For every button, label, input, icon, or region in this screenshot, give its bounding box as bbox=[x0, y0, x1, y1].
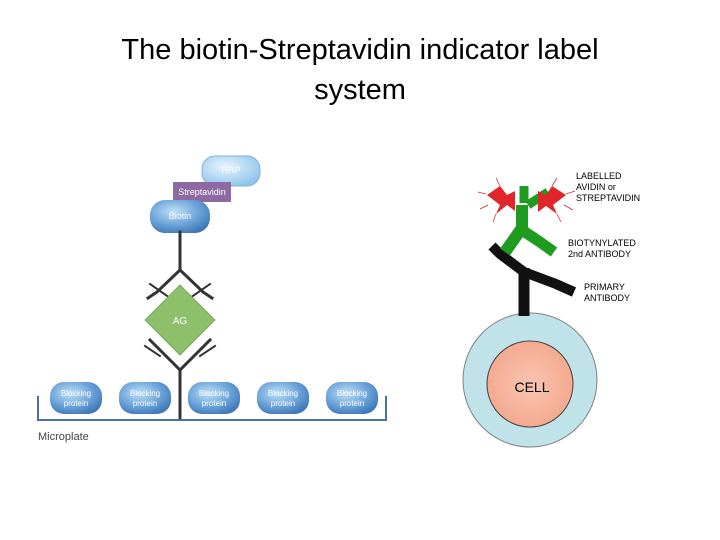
svg-text:protein: protein bbox=[133, 399, 157, 408]
cell-label: CELL bbox=[514, 379, 549, 395]
slide-title-line-2: system bbox=[314, 74, 406, 106]
blocking-protein-3: Blocking protein bbox=[188, 382, 240, 414]
svg-text:Blocking: Blocking bbox=[130, 389, 160, 398]
primary-antibody-label: PRIMARY ANTIBODY bbox=[584, 282, 631, 303]
svg-text:Blocking: Blocking bbox=[337, 389, 367, 398]
blocking-protein-1: Blocking protein bbox=[50, 382, 102, 414]
labelled-avidin-label: LABELLED AVIDIN or STREPTAVIDIN bbox=[576, 171, 641, 203]
avidin-red-labels bbox=[477, 177, 576, 223]
hrp-label: HRP bbox=[221, 165, 240, 175]
red-label-right bbox=[538, 177, 576, 223]
primary-antibody bbox=[488, 242, 577, 316]
svg-text:Blocking: Blocking bbox=[61, 389, 91, 398]
svg-text:Blocking: Blocking bbox=[199, 389, 229, 398]
detection-antibody bbox=[145, 230, 215, 301]
slide-title-line-1: The biotin-Streptavidin indicator label bbox=[121, 34, 599, 66]
blocking-protein-5: Blocking protein bbox=[326, 382, 378, 414]
capture-antibody bbox=[143, 337, 217, 420]
svg-text:protein: protein bbox=[271, 399, 295, 408]
hrp-molecule: HRP bbox=[201, 155, 261, 187]
svg-text:protein: protein bbox=[202, 399, 226, 408]
blocking-proteins: Blocking protein Blocking protein Blocki… bbox=[50, 382, 378, 414]
biotinylated-antibody bbox=[500, 186, 558, 257]
svg-text:protein: protein bbox=[64, 399, 88, 408]
slide-title: The biotin-Streptavidin indicator label … bbox=[40, 30, 680, 110]
streptavidin-molecule: Streptavidin bbox=[173, 182, 231, 202]
red-label-left bbox=[477, 177, 515, 223]
microplate-surface: Microplate bbox=[37, 396, 387, 443]
biotin-label: Biotin bbox=[169, 211, 192, 221]
antigen-label: AG bbox=[173, 316, 188, 327]
blocking-protein-4: Blocking protein bbox=[257, 382, 309, 414]
svg-text:Blocking: Blocking bbox=[268, 389, 298, 398]
svg-text:protein: protein bbox=[340, 399, 364, 408]
cell: CELL bbox=[462, 312, 598, 448]
streptavidin-label: Streptavidin bbox=[178, 187, 226, 197]
biotinylated-antibody-label: BIOTYNYLATED 2nd ANTIBODY bbox=[568, 238, 636, 259]
microplate-label: Microplate bbox=[38, 431, 89, 443]
biotin-molecule: Biotin bbox=[150, 200, 210, 233]
antigen: AG bbox=[144, 284, 216, 356]
blocking-protein-2: Blocking protein bbox=[119, 382, 171, 414]
